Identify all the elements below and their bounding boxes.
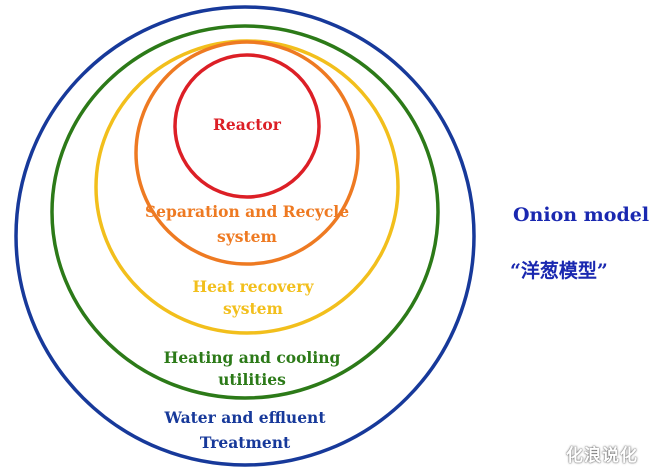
label-separation-line2: system — [217, 227, 277, 246]
label-reactor-line1: Reactor — [213, 115, 281, 134]
ring-separation — [134, 40, 360, 266]
label-utilities-line1: Heating and cooling — [163, 348, 341, 367]
label-reactor: Reactor — [167, 114, 327, 136]
label-utilities-line2: utilities — [218, 370, 286, 389]
label-utilities: Heating and cooling utilities — [142, 347, 362, 391]
label-separation-line1: Separation and Recycle — [144, 202, 350, 221]
label-heat-line1: Heat recovery — [192, 277, 314, 296]
diagram-subtitle: “洋葱模型” — [510, 260, 608, 282]
label-heat-line2: system — [223, 299, 283, 318]
label-heat: Heat recovery system — [153, 276, 353, 320]
label-water-line2: Treatment — [199, 433, 291, 452]
diagram-title: Onion model — [513, 204, 650, 226]
label-separation: Separation and Recycle system — [127, 201, 367, 248]
ring-reactor — [173, 53, 321, 199]
ring-utilities — [50, 24, 440, 400]
ring-water — [14, 5, 476, 467]
label-water-line1: Water and effluent — [164, 408, 326, 427]
watermark-text: 化浪说化 — [566, 446, 638, 466]
label-water: Water and effluent Treatment — [135, 405, 355, 455]
